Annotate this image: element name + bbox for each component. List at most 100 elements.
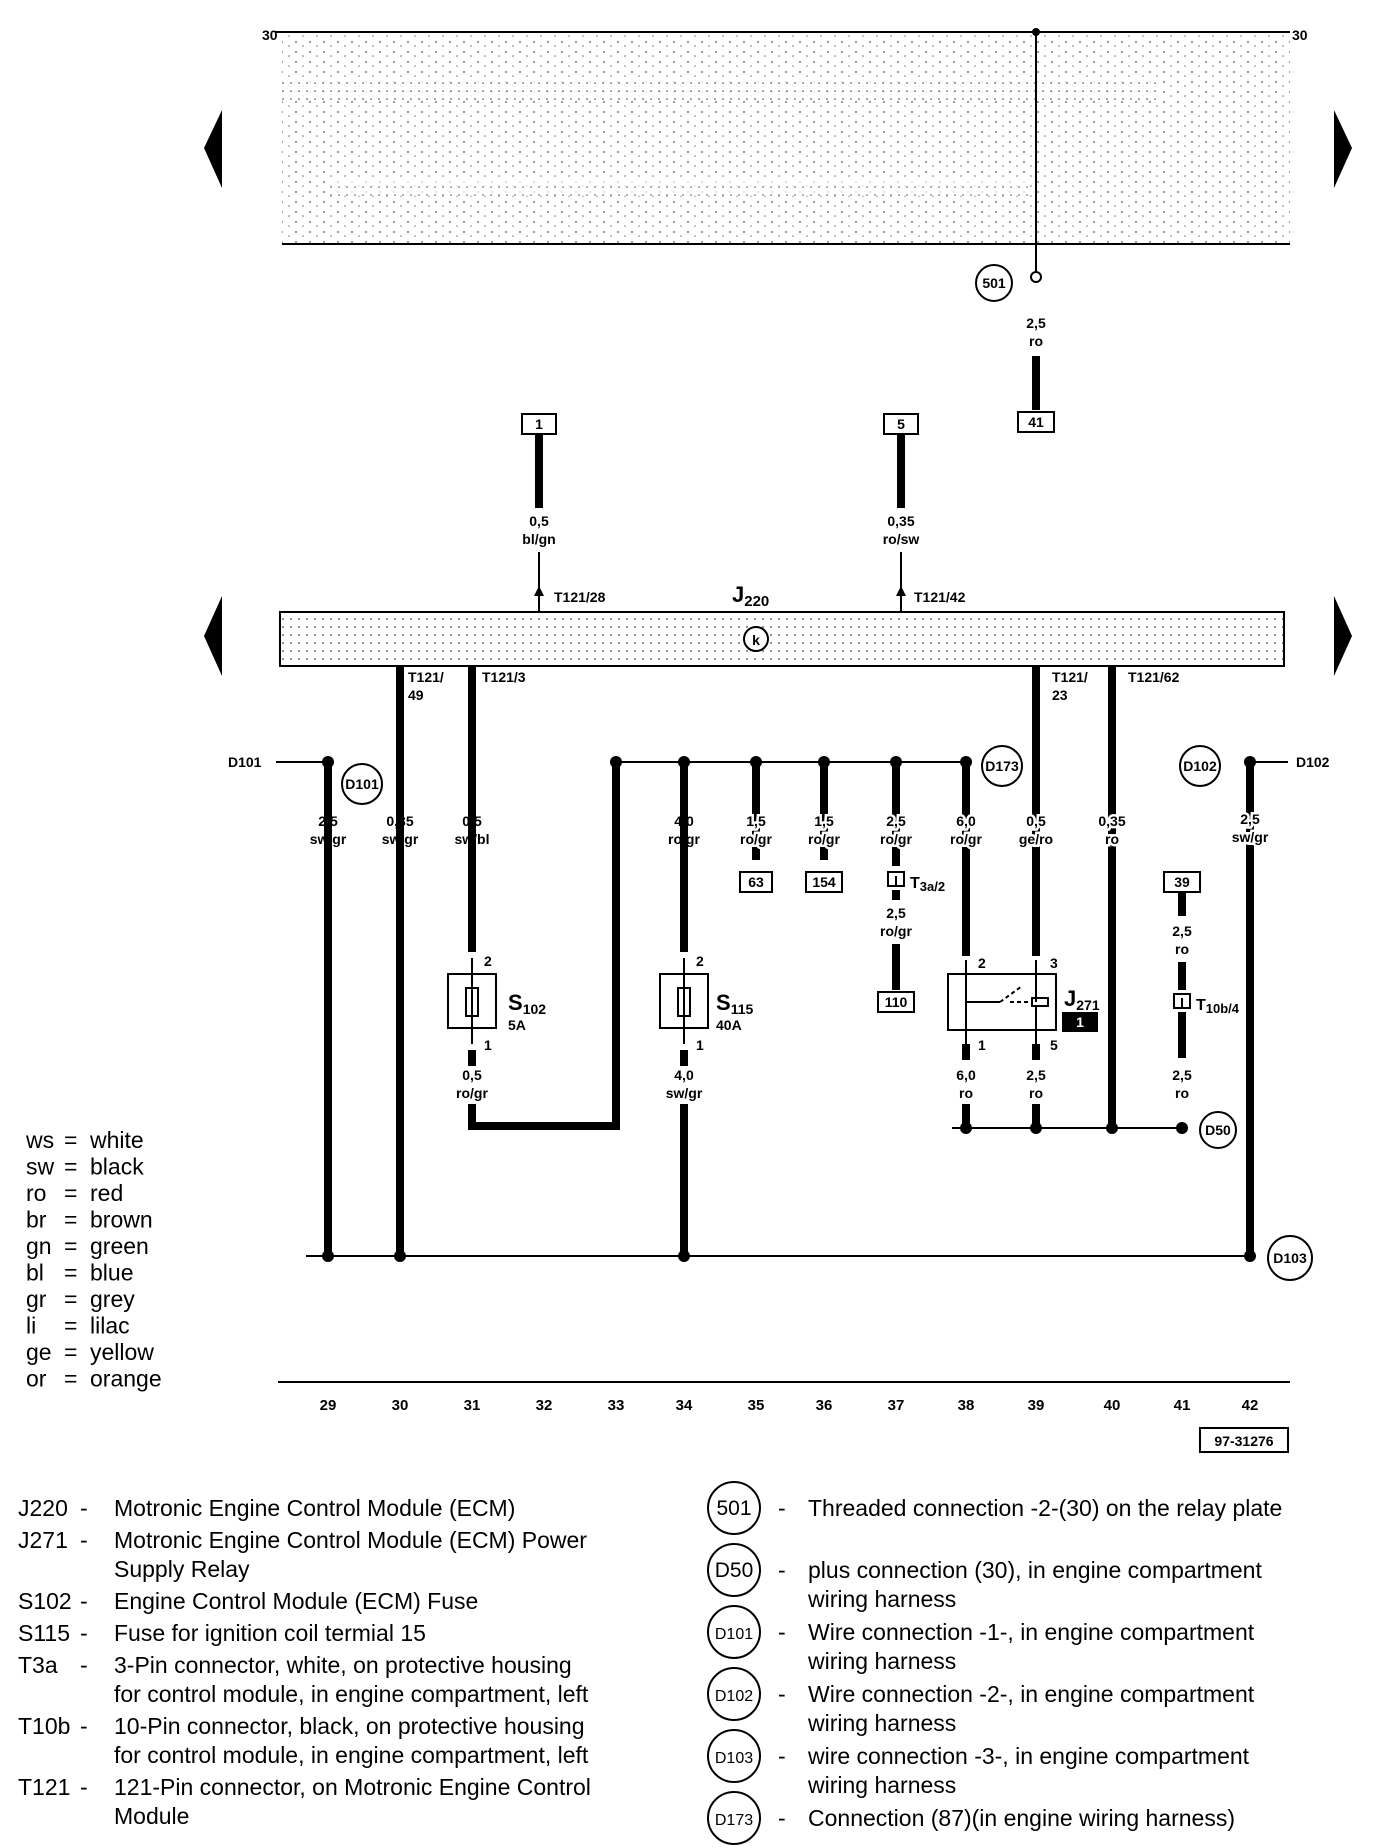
- column-number: 34: [676, 1397, 693, 1414]
- wire-size: 6,0: [956, 1067, 976, 1083]
- wire-size: 0,35: [887, 513, 914, 529]
- wire-color: ro/gr: [668, 831, 700, 847]
- rail-label-left: 30: [262, 27, 278, 43]
- column-number: 37: [888, 1397, 905, 1414]
- fuse-pin: 1: [696, 1037, 704, 1053]
- wire-s102-to-d173: [468, 762, 620, 1130]
- connection-description: wiring harness: [807, 1710, 956, 1736]
- legend-equals: =: [64, 1339, 77, 1365]
- wire-size: 2,5: [1172, 1067, 1192, 1083]
- wire-size: 4,0: [674, 813, 694, 829]
- pin-t121-62: T121/62: [1128, 669, 1180, 685]
- connection-description: Wire connection -1-, in engine compartme…: [808, 1619, 1255, 1645]
- relay-pin: 2: [978, 955, 986, 971]
- connection-dash: -: [778, 1557, 786, 1583]
- connection-description: wire connection -3-, in engine compartme…: [807, 1743, 1250, 1769]
- s102-label: S102: [508, 990, 546, 1017]
- component-description: 10-Pin connector, black, on protective h…: [114, 1713, 585, 1739]
- component-code: J271: [18, 1527, 68, 1553]
- t3a-label: T3a/2: [910, 875, 945, 894]
- legend-name: black: [90, 1154, 144, 1180]
- wire-color: ro/gr: [740, 831, 772, 847]
- arrow-right-top-icon: [1334, 110, 1352, 188]
- component-list: J220-Motronic Engine Control Module (ECM…: [18, 1495, 591, 1829]
- component-description: 3-Pin connector, white, on protective ho…: [114, 1652, 572, 1678]
- wire-color: ro/gr: [880, 831, 912, 847]
- wire-color: ro/gr: [808, 831, 840, 847]
- component-code: T121: [18, 1774, 70, 1800]
- relay-panel: 30 30: [262, 27, 1308, 272]
- color-legend: ws=whitesw=blackro=redbr=browngn=greenbl…: [25, 1127, 162, 1392]
- connection-d101: [341, 763, 383, 805]
- column-number: 31: [464, 1397, 481, 1414]
- connector-t3a: T3a/2: [887, 871, 945, 894]
- legend-code: or: [26, 1366, 47, 1392]
- s102-rating: 5A: [508, 1017, 526, 1033]
- column-number: 39: [1028, 1397, 1045, 1414]
- component-description: for control module, in engine compartmen…: [114, 1742, 589, 1768]
- pin-t121-28: T121/28: [554, 589, 606, 605]
- legend-equals: =: [64, 1180, 77, 1206]
- legend-equals: =: [64, 1260, 77, 1286]
- legend-equals: =: [64, 1207, 77, 1233]
- connection-symbol-icon: [707, 1791, 761, 1845]
- pin-t121-23-b: 23: [1052, 687, 1068, 703]
- component-code: T3a: [18, 1652, 58, 1678]
- j220-module-body: [279, 611, 1285, 667]
- legend-code: bl: [26, 1260, 44, 1286]
- column-number: 30: [392, 1397, 409, 1414]
- legend-code: gn: [26, 1233, 52, 1259]
- column-number: 36: [816, 1397, 833, 1414]
- wire-color: bl/gn: [522, 531, 555, 547]
- column-number: 40: [1104, 1397, 1121, 1414]
- connection-code: D173: [715, 1812, 753, 1829]
- connection-dash: -: [778, 1495, 786, 1521]
- reference-box: [1199, 1427, 1289, 1453]
- pin-t121-3: T121/3: [482, 669, 526, 685]
- fuse-s102: 2 1 S102 5A: [447, 953, 546, 1053]
- legend-name: blue: [90, 1260, 133, 1286]
- connection-symbol-icon: [707, 1605, 761, 1659]
- input-wire-5: 5 0,35 ro/sw T121/42: [883, 413, 966, 612]
- connection-description: Threaded connection -2-(30) on the relay…: [808, 1495, 1282, 1521]
- box-5: 5: [897, 416, 905, 432]
- wire-size: 2,5: [886, 813, 906, 829]
- legend-equals: =: [64, 1127, 77, 1153]
- component-code: T10b: [18, 1713, 70, 1739]
- wire-size: 0,5: [462, 1067, 482, 1083]
- component-description: 121-Pin connector, on Motronic Engine Co…: [114, 1774, 591, 1800]
- wire-size: 2,5: [1172, 923, 1192, 939]
- component-description: Motronic Engine Control Module (ECM) Pow…: [114, 1527, 587, 1553]
- pin-t121-49-b: 49: [408, 687, 424, 703]
- arrow-right-mid-icon: [1334, 596, 1352, 676]
- box-1: 1: [535, 416, 543, 432]
- wire-size: 6,0: [956, 813, 976, 829]
- wire-color: ro: [959, 1085, 973, 1101]
- side-label-d101: D101: [228, 754, 262, 770]
- connection-d50: [1199, 1111, 1237, 1149]
- column-number: 29: [320, 1397, 337, 1414]
- column-number: 35: [748, 1397, 765, 1414]
- legend-name: yellow: [90, 1339, 154, 1365]
- relay-panel-fill: [282, 32, 1290, 244]
- wire-color: ro/sw: [883, 531, 920, 547]
- wire-size: 2,5: [318, 813, 338, 829]
- wire-color: sw/gr: [382, 831, 419, 847]
- legend-code: li: [26, 1313, 36, 1339]
- connection-code: D103: [715, 1750, 753, 1767]
- component-description: Fuse for ignition coil termial 15: [114, 1620, 426, 1646]
- connection-d101-label: D101: [345, 776, 379, 792]
- column-number: 32: [536, 1397, 553, 1414]
- column-number: 41: [1174, 1397, 1191, 1414]
- column-number: 38: [958, 1397, 975, 1414]
- column-number: 33: [608, 1397, 625, 1414]
- legend-equals: =: [64, 1286, 77, 1312]
- relay-panel-band: [330, 180, 1030, 196]
- fuse-pin: 1: [484, 1037, 492, 1053]
- wire-size: 0,5: [462, 813, 482, 829]
- k-symbol-icon: [743, 626, 769, 652]
- legend-name: red: [90, 1180, 123, 1206]
- legend-code: gr: [26, 1286, 47, 1312]
- connection-list: 501-Threaded connection -2-(30) on the r…: [707, 1481, 1282, 1845]
